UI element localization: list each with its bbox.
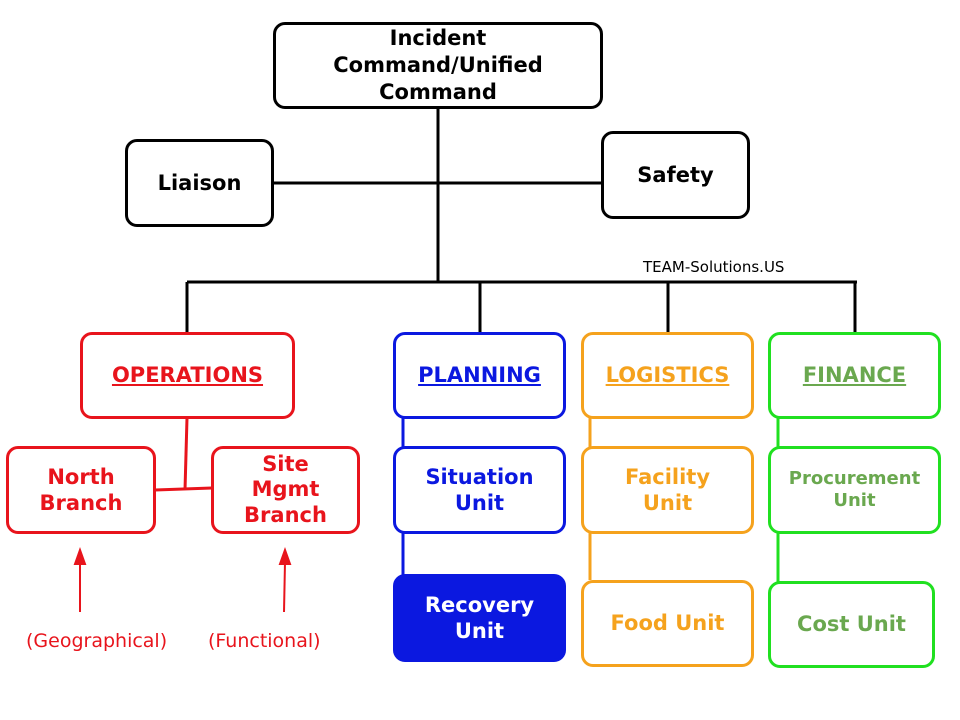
food-unit-box: Food Unit — [581, 580, 754, 667]
finance-section-box: FINANCE — [768, 332, 941, 419]
facility-unit-box: Facility Unit — [581, 446, 754, 534]
logistics-title: LOGISTICS — [605, 363, 730, 388]
procurement-unit-box: Procurement Unit — [768, 446, 941, 534]
operations-section-box: OPERATIONS — [80, 332, 295, 419]
liaison-box: Liaison — [125, 139, 274, 227]
cost-unit-box: Cost Unit — [768, 581, 935, 668]
safety-box: Safety — [601, 131, 750, 219]
north-branch-box: North Branch — [6, 446, 156, 534]
ops-branch-stem — [183, 417, 189, 491]
finance-title: FINANCE — [802, 363, 907, 388]
site-mgmt-branch-box: Site Mgmt Branch — [211, 446, 360, 534]
functional-note: (Functional) — [208, 630, 321, 652]
operations-title: OPERATIONS — [111, 363, 264, 388]
recovery-unit-box: Recovery Unit — [393, 574, 566, 662]
func-arrow-shaft — [283, 561, 286, 613]
planning-section-box: PLANNING — [393, 332, 566, 419]
situation-unit-box: Situation Unit — [393, 446, 566, 534]
geographical-note: (Geographical) — [26, 630, 168, 652]
geo-arrow-head — [73, 547, 87, 565]
planning-title: PLANNING — [418, 363, 541, 388]
logistics-section-box: LOGISTICS — [581, 332, 754, 419]
incident-command-box: Incident Command/Unified Command — [273, 22, 603, 109]
ops-branch-horizontal — [154, 486, 213, 492]
func-arrow-head — [278, 547, 292, 565]
watermark-text: TEAM-Solutions.US — [643, 258, 785, 276]
